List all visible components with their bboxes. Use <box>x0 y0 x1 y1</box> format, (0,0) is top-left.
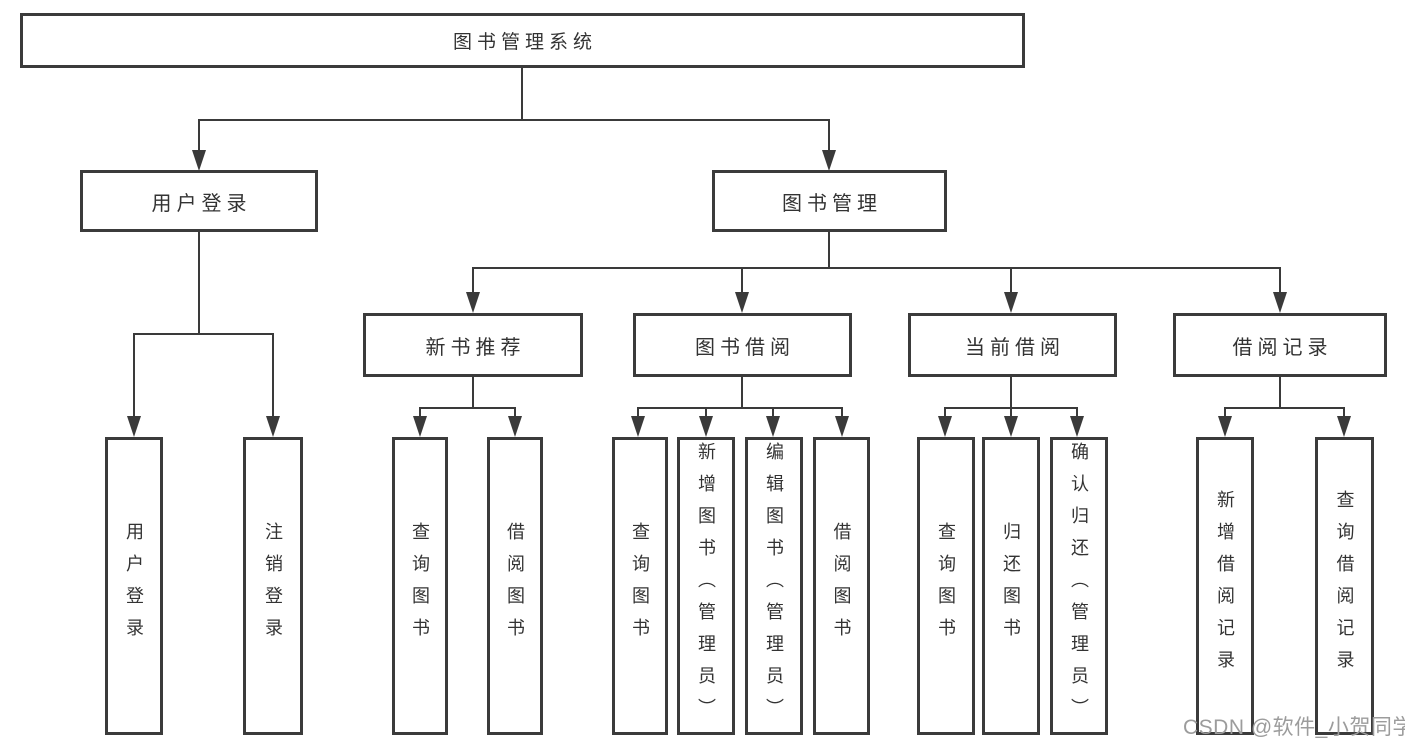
leaf-recommend-query-book-label: 查询图书 <box>410 522 430 650</box>
connector-line <box>741 267 743 294</box>
node-new-book-recommend-label: 新书推荐 <box>425 336 526 359</box>
node-book-management: 图书管理 <box>712 170 947 232</box>
node-root: 图书管理系统 <box>20 13 1025 68</box>
arrow-down-icon <box>835 416 849 437</box>
leaf-add-book-admin: 新增图书（管理员） <box>677 437 735 735</box>
connector-line <box>272 333 274 418</box>
connector-line <box>514 407 516 419</box>
connector-line <box>420 407 516 409</box>
arrow-down-icon <box>266 416 280 437</box>
arrow-down-icon <box>938 416 952 437</box>
connector-line <box>1279 267 1281 294</box>
arrow-down-icon <box>192 150 206 171</box>
connector-line <box>741 377 743 409</box>
arrow-down-icon <box>127 416 141 437</box>
leaf-user-login: 用户登录 <box>105 437 163 735</box>
leaf-add-borrow-record: 新增借阅记录 <box>1196 437 1254 735</box>
leaf-recommend-borrow-book: 借阅图书 <box>487 437 543 735</box>
connector-line <box>1343 407 1345 419</box>
arrow-down-icon <box>699 416 713 437</box>
arrow-down-icon <box>766 416 780 437</box>
node-user-login-label: 用户登录 <box>151 192 252 215</box>
connector-line <box>841 407 843 419</box>
arrow-down-icon <box>1004 292 1018 313</box>
connector-line <box>133 333 135 418</box>
connector-line <box>419 407 421 419</box>
node-book-management-label: 图书管理 <box>782 192 882 215</box>
arrow-down-icon <box>822 150 836 171</box>
connector-line <box>828 232 830 269</box>
arrow-down-icon <box>1273 292 1287 313</box>
node-new-book-recommend: 新书推荐 <box>363 313 583 377</box>
connector-line <box>198 232 200 335</box>
connector-line <box>637 407 639 419</box>
connector-line <box>638 407 843 409</box>
node-borrow-records-label: 借阅记录 <box>1232 336 1333 359</box>
arrow-down-icon <box>631 416 645 437</box>
arrow-down-icon <box>1004 416 1018 437</box>
leaf-confirm-return-admin: 确认归还（管理员） <box>1050 437 1108 735</box>
node-user-login: 用户登录 <box>80 170 318 232</box>
connector-line <box>944 407 946 419</box>
leaf-edit-book-admin-label: 编辑图书（管理员） <box>764 442 784 730</box>
leaf-add-borrow-record-label: 新增借阅记录 <box>1215 490 1235 682</box>
arrow-down-icon <box>735 292 749 313</box>
connector-line <box>705 407 707 419</box>
leaf-borrow-query-book-label: 查询图书 <box>630 522 650 650</box>
connector-line <box>1224 407 1226 419</box>
arrow-down-icon <box>508 416 522 437</box>
connector-line <box>828 119 830 153</box>
arrow-down-icon <box>413 416 427 437</box>
leaf-recommend-query-book: 查询图书 <box>392 437 448 735</box>
connector-line <box>772 407 774 419</box>
arrow-down-icon <box>1218 416 1232 437</box>
leaf-query-borrow-record-label: 查询借阅记录 <box>1334 490 1355 682</box>
connector-line <box>198 119 830 121</box>
connector-line <box>133 333 274 335</box>
connector-line <box>1279 377 1281 409</box>
leaf-query-borrow-record: 查询借阅记录 <box>1315 437 1374 735</box>
leaf-current-query-book-label: 查询图书 <box>936 522 956 650</box>
connector-line <box>1010 267 1012 294</box>
leaf-recommend-borrow-book-label: 借阅图书 <box>505 522 525 650</box>
connector-line <box>1010 377 1012 409</box>
node-book-borrow-label: 图书借阅 <box>695 336 795 359</box>
connector-line <box>1010 407 1012 419</box>
node-book-borrow: 图书借阅 <box>633 313 852 377</box>
leaf-return-book-label: 归还图书 <box>1001 522 1021 650</box>
node-borrow-records: 借阅记录 <box>1173 313 1387 377</box>
connector-line <box>1225 407 1345 409</box>
csdn-watermark: CSDN @软件_小贺同学 <box>1183 716 1405 739</box>
leaf-borrow-query-book: 查询图书 <box>612 437 668 735</box>
leaf-borrow-book: 借阅图书 <box>813 437 870 735</box>
connector-line <box>472 267 474 294</box>
leaf-confirm-return-admin-label: 确认归还（管理员） <box>1069 442 1089 730</box>
connector-line <box>1076 407 1078 419</box>
connector-line <box>198 119 200 153</box>
arrow-down-icon <box>466 292 480 313</box>
leaf-logout: 注销登录 <box>243 437 303 735</box>
arrow-down-icon <box>1337 416 1351 437</box>
node-current-borrow: 当前借阅 <box>908 313 1117 377</box>
connector-line <box>472 267 1281 269</box>
leaf-add-book-admin-label: 新增图书（管理员） <box>696 442 716 730</box>
leaf-logout-label: 注销登录 <box>263 522 283 650</box>
node-current-borrow-label: 当前借阅 <box>965 336 1065 359</box>
leaf-user-login-label: 用户登录 <box>124 522 144 650</box>
node-root-label: 图书管理系统 <box>452 32 597 53</box>
leaf-borrow-book-label: 借阅图书 <box>831 522 852 650</box>
arrow-down-icon <box>1070 416 1084 437</box>
leaf-edit-book-admin: 编辑图书（管理员） <box>745 437 803 735</box>
leaf-return-book: 归还图书 <box>982 437 1040 735</box>
connector-line <box>472 377 474 409</box>
connector-line <box>521 68 523 121</box>
leaf-current-query-book: 查询图书 <box>917 437 975 735</box>
